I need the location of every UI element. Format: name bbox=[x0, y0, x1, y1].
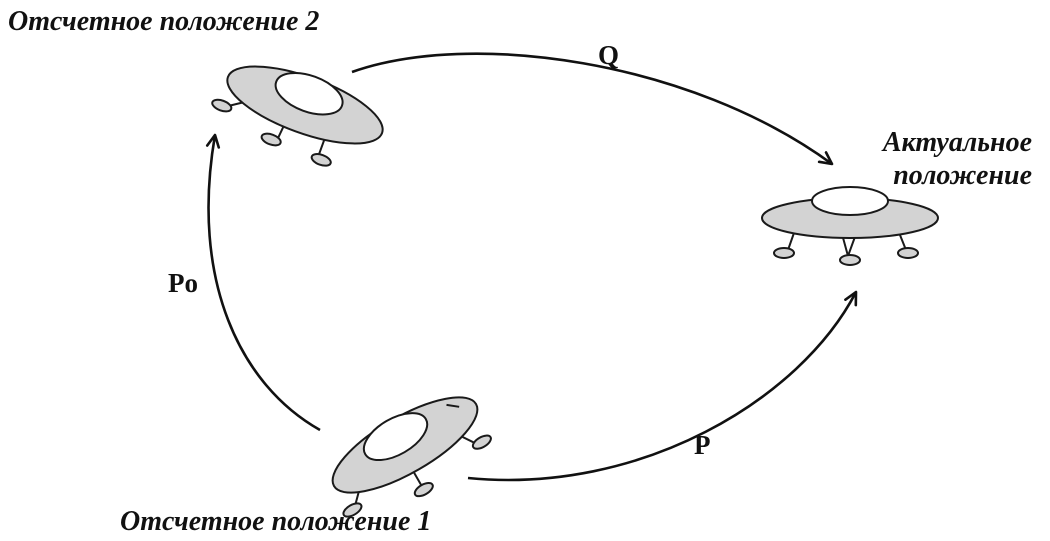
ufo-reference-2 bbox=[211, 65, 384, 167]
label-actual-line1: Актуальное bbox=[882, 127, 1032, 158]
arrow-q bbox=[351, 52, 834, 166]
label-actual-line2: положение bbox=[893, 160, 1032, 191]
label-reference-2: Отсчетное положение 2 bbox=[8, 6, 320, 37]
ufo-reference-1 bbox=[331, 396, 492, 518]
arrow-label-p: P bbox=[694, 430, 711, 460]
arrow-label-po: Po bbox=[168, 268, 198, 298]
arrow-label-q: Q bbox=[598, 40, 620, 70]
label-actual: Актуальное положение bbox=[883, 126, 1032, 192]
arrow-po bbox=[205, 133, 321, 432]
label-reference-1: Отсчетное положение 1 bbox=[120, 506, 432, 537]
ufo-actual bbox=[761, 186, 939, 266]
arrow-p bbox=[467, 290, 858, 482]
